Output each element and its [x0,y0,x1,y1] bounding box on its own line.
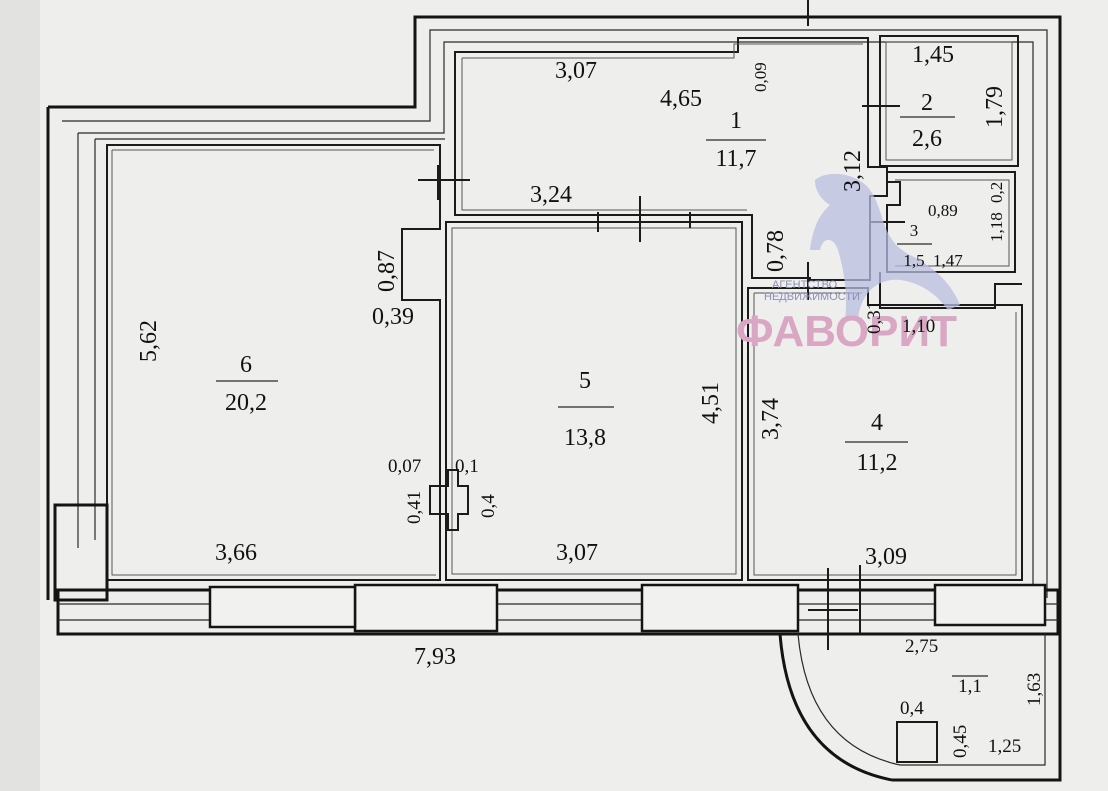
corner-pier [53,503,109,602]
dim-1-18: 1,18 [987,212,1006,242]
dim-0-4-balcony: 0,4 [900,698,924,719]
window-3 [933,583,1047,627]
room-1-number: 1 [730,108,742,134]
door-ticks [418,0,905,650]
outer-wall-line-2 [62,29,1048,598]
dim-0-78: 0,78 [763,230,789,272]
dim-0-07: 0,07 [388,456,421,477]
room-1-area: 11,7 [715,146,756,172]
room-5-inner [451,227,737,575]
dim-1-45: 1,45 [912,42,954,68]
window-2 [640,583,800,633]
agency-name: ФАВОРИТ [736,307,957,356]
column-niche [429,469,469,531]
dim-4-65: 4,65 [660,86,702,112]
room-3-outline [886,171,1016,273]
room-6-area: 20,2 [225,390,267,416]
room-5-area: 13,8 [564,425,606,451]
dim-5-62: 5,62 [136,320,162,362]
room-3-number: 3 [910,221,919,240]
dim-3-12: 3,12 [840,150,866,192]
dim-0-89: 0,89 [928,201,958,220]
room-6-inner [111,149,436,576]
dim-1-10: 1,10 [902,316,935,337]
dim-0-31: 0,31 [864,301,885,334]
agency-line-2: НЕДВИЖИМОСТИ [764,291,860,303]
dim-3-66: 3,66 [215,540,257,566]
room-3-inner [895,179,1010,267]
dim-1-79: 1,79 [982,86,1008,128]
room-2-number: 2 [921,90,933,116]
outer-wall [46,15,1062,782]
dim-0-09: 0,09 [751,62,770,92]
room-6-outline [106,144,441,581]
outer-wall-line-4 [94,138,445,540]
dim-2-75: 2,75 [905,636,938,657]
dim-1-25: 1,25 [988,736,1021,757]
dim-4-51: 4,51 [698,382,724,424]
window-left-frame [208,585,357,629]
paper-shadow [0,0,40,791]
horse-icon [810,173,960,320]
dim-0-39: 0,39 [372,304,414,330]
room-6-number: 6 [240,352,252,378]
room-2-inner [885,41,1013,161]
dim-0-2: 0,2 [987,182,1006,203]
dim-0-41: 0,41 [404,491,425,524]
dim-0-1: 0,1 [455,456,479,477]
dim-1-47: 1,47 [933,251,963,270]
dim-3-07-bottom: 3,07 [556,540,598,566]
window-1 [353,583,499,633]
room-1-inner [461,43,863,211]
balcony-outline [778,633,893,782]
dim-3-07-top: 3,07 [555,58,597,84]
room-4-area: 11,2 [856,450,897,476]
dim-0-87: 0,87 [374,250,400,292]
room-3-area: 1,5 [903,251,924,270]
corridor-step [879,272,1022,309]
facade-bottom-wall [56,588,1060,636]
agency-line-1: АГЕНТСТВО [772,279,838,291]
dim-1-63: 1,63 [1024,673,1045,706]
dim-3-74: 3,74 [758,398,784,440]
room-5-outline [445,221,743,581]
dim-3-24: 3,24 [530,182,572,208]
room-2-area: 2,6 [912,126,942,152]
dim-3-09: 3,09 [865,544,907,570]
balcony-area: 1,1 [958,676,982,697]
balcony-inner [797,633,1046,766]
balcony-box [896,721,938,763]
room-4-number: 4 [871,410,883,436]
dim-0-4: 0,4 [478,494,499,518]
room-5-number: 5 [579,368,591,394]
outer-wall-line-3 [77,41,1034,590]
dim-0-45: 0,45 [950,725,971,758]
dim-7-93: 7,93 [414,644,456,670]
